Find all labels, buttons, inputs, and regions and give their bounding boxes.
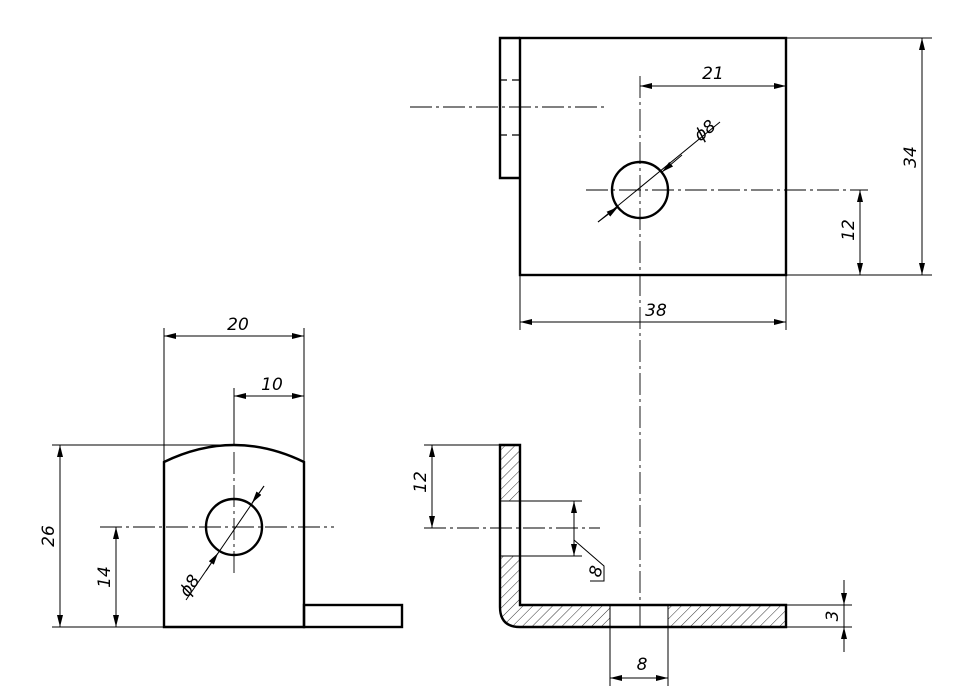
dim-20-text: 20 bbox=[227, 315, 249, 335]
dim-phi8-top-arrow-upper bbox=[661, 154, 683, 173]
dim-8h-text: 8 bbox=[637, 655, 648, 675]
dim-38-text: 38 bbox=[645, 301, 667, 321]
dim-phi8-top-arrow-lower bbox=[597, 206, 619, 223]
dim-phi8-side-arrow-lower bbox=[205, 552, 219, 572]
dim-3-text: 3 bbox=[823, 611, 843, 622]
dim-34-text: 34 bbox=[901, 146, 921, 168]
front-view: 20 10 26 14 ϕ8 bbox=[39, 315, 404, 629]
dim-21-text: 21 bbox=[702, 64, 724, 84]
section-view: 12 8 8 3 bbox=[411, 443, 852, 686]
dim-14-text: 14 bbox=[95, 566, 115, 588]
dim-12-top-text: 12 bbox=[839, 219, 859, 241]
dim-phi8-side-arrow-upper bbox=[251, 485, 265, 504]
top-view-plate-outline bbox=[518, 36, 788, 277]
top-view-flange-outline bbox=[498, 36, 520, 180]
dim-phi8-side-leader bbox=[185, 485, 265, 601]
dim-26-text: 26 bbox=[39, 525, 59, 547]
dim-8v-text: 8 bbox=[586, 563, 608, 579]
dim-phi8-top-text: ϕ8 bbox=[690, 116, 720, 146]
dim-12-left-text: 12 bbox=[411, 471, 431, 493]
section-hatch-right-base bbox=[668, 605, 786, 627]
top-view: 21 ϕ8 34 12 38 bbox=[410, 36, 932, 628]
section-view-outline bbox=[498, 443, 788, 629]
front-view-flange-outline bbox=[302, 603, 404, 629]
section-hatch-bend bbox=[500, 556, 610, 627]
dim-8v-leader bbox=[573, 539, 605, 582]
section-hatch-upper-flange bbox=[500, 445, 520, 501]
dim-phi8-top-leader bbox=[597, 121, 721, 223]
dim-phi8-side-text: ϕ8 bbox=[176, 571, 205, 601]
dim-10-text: 10 bbox=[261, 375, 283, 395]
